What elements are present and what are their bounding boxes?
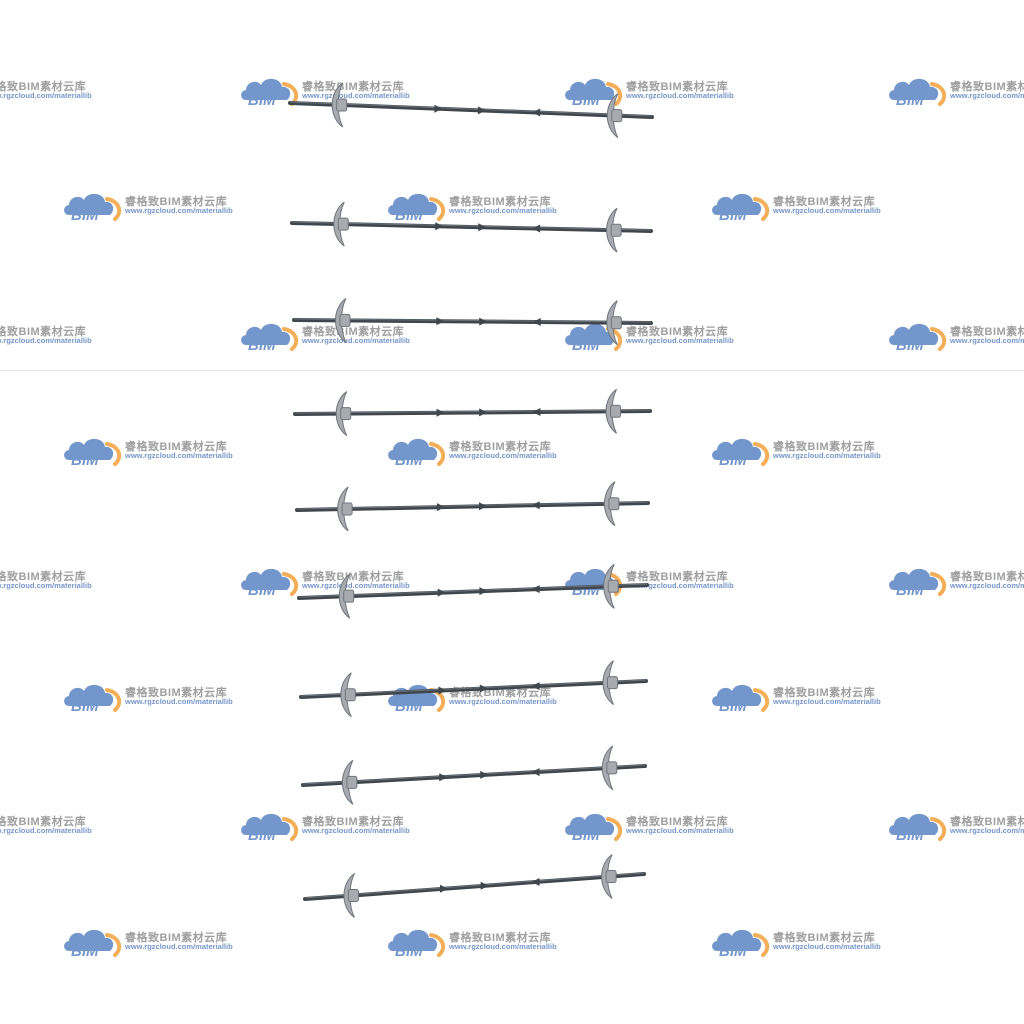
rod-marker <box>479 587 488 596</box>
rod-marker <box>480 770 489 779</box>
rod-marker <box>438 686 447 695</box>
rod-nut <box>341 502 353 516</box>
rod-marker <box>478 223 487 232</box>
rod-bar <box>301 764 647 787</box>
rod-bar <box>288 101 654 119</box>
rod-marker <box>479 408 488 417</box>
tie-rod <box>290 201 653 253</box>
tie-rod <box>297 563 649 619</box>
rod-bar-highlight <box>298 583 648 598</box>
rod-marker <box>532 318 541 327</box>
rod-marker <box>434 104 443 113</box>
rod-marker <box>532 407 541 416</box>
rod-bar-highlight <box>294 409 651 414</box>
tie-rod <box>301 745 647 805</box>
rod-bar <box>299 679 648 699</box>
rod-bar <box>293 409 652 416</box>
section-divider <box>0 370 1024 371</box>
rod-nut <box>337 217 349 231</box>
rod-nut <box>611 109 623 123</box>
rod-marker <box>531 878 540 886</box>
rod-bar <box>297 583 649 600</box>
tie-rod <box>292 298 653 346</box>
rod-bar-highlight <box>293 318 652 323</box>
tie-rod <box>299 660 648 718</box>
rod-marker <box>437 588 446 597</box>
rod-nut <box>347 889 359 902</box>
rod-nut <box>610 316 622 330</box>
rod-nut <box>607 579 619 593</box>
rod-nut <box>344 688 356 702</box>
rod-marker <box>439 773 448 782</box>
rod-bar-highlight <box>296 501 649 510</box>
rod-marker <box>436 408 445 417</box>
rod-marker <box>479 502 488 511</box>
rod-marker <box>479 684 488 693</box>
rod-bar-highlight <box>304 872 645 899</box>
rod-bar-highlight <box>300 679 647 697</box>
rod-marker <box>532 108 541 117</box>
rod-bar-highlight <box>302 764 646 785</box>
rod-nut <box>610 223 622 237</box>
rod-nut <box>606 761 618 775</box>
rod-nut <box>339 313 351 327</box>
rod-nut <box>336 98 348 112</box>
tie-rod <box>288 82 654 139</box>
rod-nut <box>343 589 355 603</box>
rod-nut <box>340 407 352 421</box>
rod-marker <box>531 585 540 594</box>
rod-marker <box>439 884 448 893</box>
rod-marker <box>436 503 445 512</box>
rod-marker <box>477 106 486 115</box>
rod-marker <box>479 317 488 326</box>
rod-bar <box>292 318 653 325</box>
tie-rod <box>303 854 646 918</box>
rod-bar <box>290 221 653 233</box>
rod-nut <box>607 676 618 690</box>
rod-marker <box>531 682 540 691</box>
rod-marker <box>436 317 445 326</box>
rod-nut <box>346 775 358 789</box>
rod-nut <box>608 497 620 511</box>
rod-marker <box>531 501 540 510</box>
rod-bar <box>295 501 650 512</box>
rod-marker <box>435 222 444 231</box>
rod-bar-highlight <box>289 101 653 117</box>
tie-rod <box>293 388 652 436</box>
rod-marker <box>532 224 541 233</box>
rod-bar-highlight <box>291 221 652 231</box>
rod-marker <box>480 881 489 890</box>
rod-nut <box>610 404 621 418</box>
tie-rod <box>295 481 650 532</box>
rod-marker <box>531 768 540 777</box>
rod-bar <box>303 872 646 901</box>
rod-nut <box>605 870 617 883</box>
